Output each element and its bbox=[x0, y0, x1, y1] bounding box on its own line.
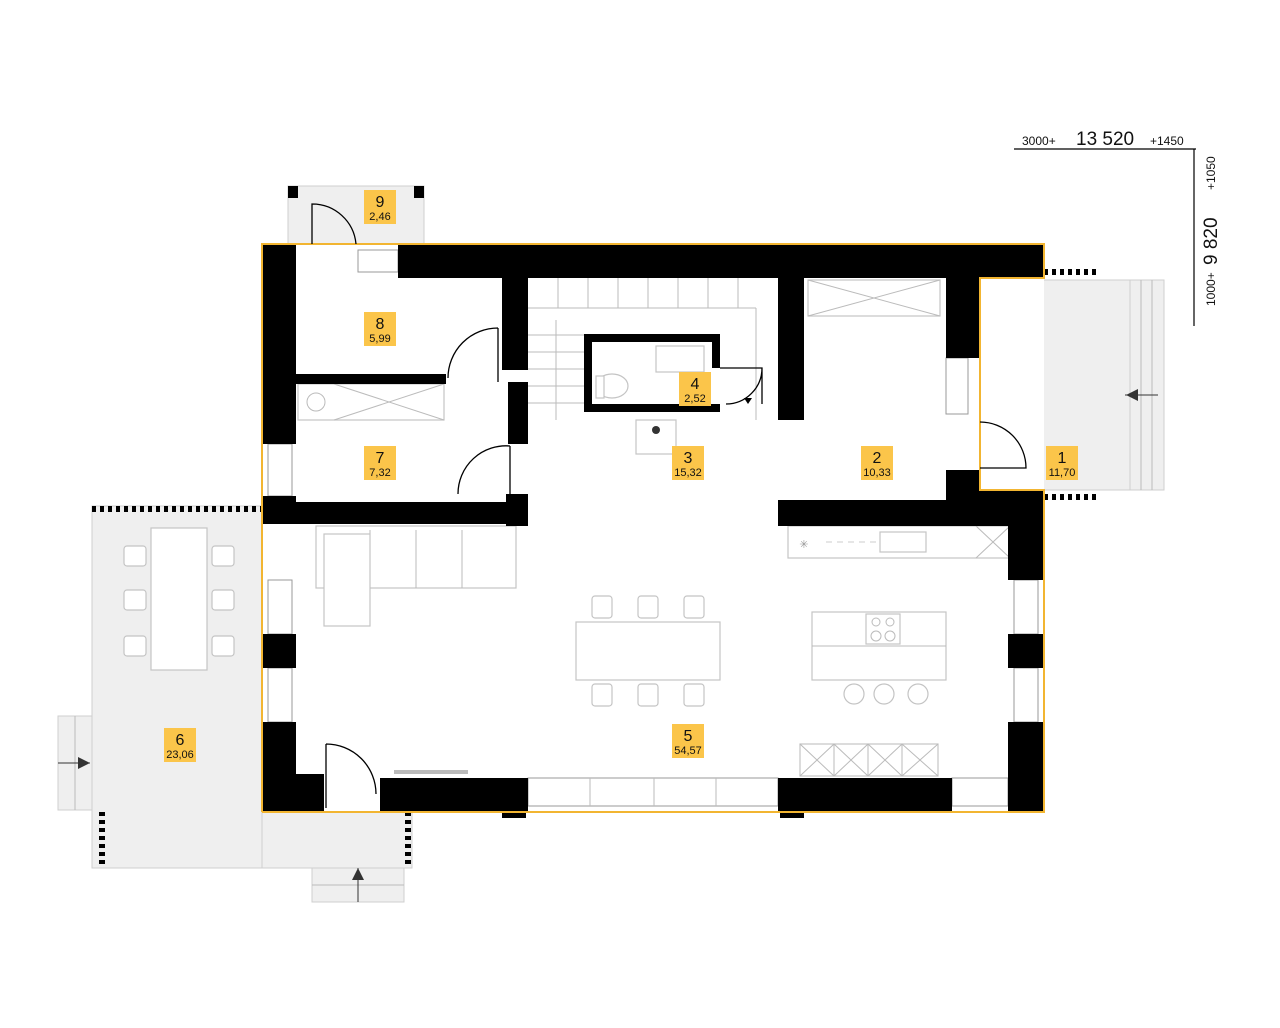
room-label-8: 85,99 bbox=[364, 312, 396, 346]
room-label-2: 210,33 bbox=[861, 446, 893, 480]
washbasin bbox=[655, 345, 705, 373]
room-label-box bbox=[364, 446, 396, 480]
room-area: 2,46 bbox=[369, 211, 390, 223]
storage-cabinets bbox=[799, 743, 939, 777]
room-label-7: 77,32 bbox=[364, 446, 396, 480]
width-prefix: 3000+ bbox=[1022, 134, 1056, 148]
width-suffix: +1450 bbox=[1150, 134, 1184, 148]
room-label-box bbox=[861, 446, 893, 480]
room-number: 7 bbox=[376, 450, 385, 467]
staircase bbox=[528, 278, 778, 420]
room-label-3: 315,32 bbox=[672, 446, 704, 480]
room-area: 11,70 bbox=[1049, 467, 1076, 479]
room-label-box bbox=[672, 724, 704, 758]
room-area: 54,57 bbox=[674, 745, 702, 757]
room-number: 8 bbox=[376, 316, 385, 333]
floor-outline bbox=[261, 243, 1045, 813]
room-area: 15,32 bbox=[674, 467, 702, 479]
room-number: 5 bbox=[684, 728, 693, 745]
laundry-counter bbox=[297, 383, 445, 421]
room-label-box bbox=[672, 446, 704, 480]
room-area: 7,32 bbox=[369, 467, 390, 479]
terrace-railings bbox=[92, 186, 1098, 868]
outdoor-table bbox=[150, 527, 208, 671]
room-label-5: 554,57 bbox=[672, 724, 704, 758]
room-label-4: 42,52 bbox=[679, 372, 711, 406]
terrace-south bbox=[261, 811, 413, 869]
room-number: 2 bbox=[873, 450, 882, 467]
room-label-box bbox=[364, 312, 396, 346]
entry-arrows bbox=[58, 389, 1158, 902]
room-label-box bbox=[679, 372, 711, 406]
room-area: 2,52 bbox=[684, 393, 705, 405]
room-label-6: 623,06 bbox=[164, 728, 196, 762]
sofa bbox=[315, 525, 517, 627]
room-area: 5,99 bbox=[369, 333, 390, 345]
depth-prefix: 1000+ bbox=[1204, 272, 1218, 306]
kitchen-sink bbox=[879, 531, 927, 553]
room-label-1: 111,70 bbox=[1046, 446, 1078, 480]
room-number: 1 bbox=[1058, 450, 1067, 467]
walls bbox=[262, 244, 1044, 818]
room-area: 10,33 bbox=[863, 467, 891, 479]
room-label-box bbox=[164, 728, 196, 762]
room-number: 4 bbox=[691, 376, 700, 393]
width-value: 13 520 bbox=[1076, 129, 1134, 150]
porch-north bbox=[287, 185, 425, 245]
svg-text:✳: ✳ bbox=[799, 539, 808, 551]
room-label-box bbox=[364, 190, 396, 224]
dining-table bbox=[575, 621, 721, 681]
depth-suffix: +1050 bbox=[1204, 156, 1218, 190]
room-number: 9 bbox=[376, 194, 385, 211]
room-number: 6 bbox=[176, 732, 185, 749]
furniture: ✳ bbox=[123, 278, 1011, 777]
cooktop bbox=[865, 613, 901, 645]
windows bbox=[267, 249, 1039, 807]
doors bbox=[311, 203, 1027, 808]
depth-value: 9 820 bbox=[1201, 217, 1222, 265]
room-label-9: 92,46 bbox=[364, 190, 396, 224]
room-label-box bbox=[1046, 446, 1078, 480]
room-area: 23,06 bbox=[166, 749, 194, 761]
dimensions: 3000+ 13 520 +1450 1000+ 9 820 +1050 bbox=[1014, 129, 1222, 326]
porch-steps-east bbox=[1129, 279, 1165, 491]
room-labels: 111,70 210,33 315,32 42,52 554,57 623,06 77,32… bbox=[164, 190, 1078, 762]
room-number: 3 bbox=[684, 450, 693, 467]
